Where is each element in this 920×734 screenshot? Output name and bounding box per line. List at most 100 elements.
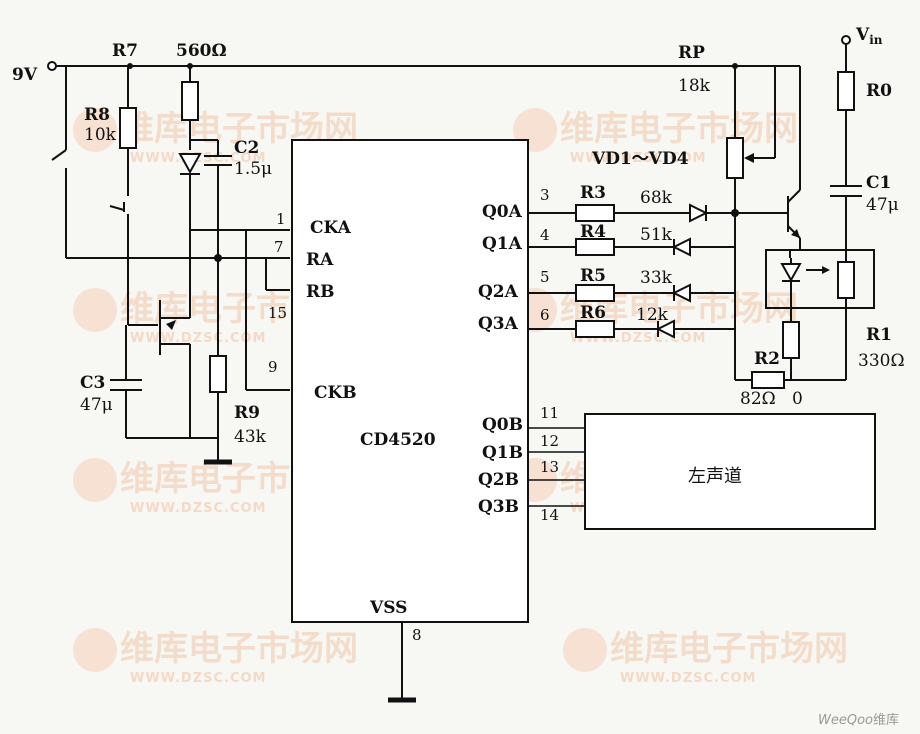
pin-q0a-label: Q0A: [482, 202, 523, 222]
chip-name: CD4520: [360, 430, 436, 450]
pin-5-number: 5: [540, 268, 550, 286]
diode-vd2-icon: [671, 237, 691, 257]
pin-rb-label: RB: [306, 282, 335, 302]
pin-q2a-label: Q2A: [478, 282, 519, 302]
terminal-9v-icon: [47, 61, 57, 71]
resistor-560: [181, 66, 218, 150]
potentiometer-rp-body: [726, 137, 744, 179]
capacitor-c2: [204, 140, 232, 356]
watermark-url: WWW.DZSC.COM: [130, 501, 266, 516]
credit-text: WeeQoo维库: [818, 712, 899, 728]
c3-label: C3: [80, 373, 105, 393]
watermark-logo-icon: [73, 108, 117, 152]
terminal-vin-icon: [841, 35, 851, 45]
r3-value: 68k: [640, 188, 673, 208]
optocoupler: [765, 249, 875, 322]
c3-value: 47μ: [80, 395, 113, 415]
pin-q1a-label: Q1A: [482, 234, 523, 254]
r9-label: R9: [234, 403, 260, 423]
watermark-url: WWW.DZSC.COM: [130, 331, 266, 346]
transistor-output-icon: [787, 66, 801, 258]
switch-1: [51, 66, 290, 259]
c1-value: 47μ: [866, 195, 899, 215]
resistor-r6-body: [575, 320, 615, 338]
c1-label: C1: [866, 173, 891, 193]
pin-q0b-label: Q0B: [482, 415, 523, 435]
pin-cka-label: CKA: [310, 218, 352, 238]
r8-value: 10k: [84, 125, 117, 145]
watermark-logo-icon: [73, 628, 117, 672]
pin-3-number: 3: [540, 186, 550, 204]
ground-zero-label: 0: [792, 389, 803, 409]
r6-value: 12k: [636, 305, 669, 325]
optocoupler-box: [765, 249, 875, 309]
pin-q3b-label: Q3B: [478, 497, 519, 517]
pin-14-number: 14: [540, 506, 559, 524]
left-channel-label: 左声道: [688, 466, 742, 487]
credit-cn: 维库: [873, 712, 899, 728]
diode-vd1-icon: [689, 203, 709, 223]
supply-9v-label: 9V: [12, 65, 38, 85]
diode-d1-icon: [178, 153, 290, 231]
pin-8-number: 8: [412, 626, 422, 644]
resistor-r2: [751, 298, 847, 389]
chip-cd4520: [291, 139, 529, 623]
vin-label: Vin: [855, 25, 883, 47]
potentiometer-rp: [726, 66, 776, 179]
pin-7-number: 7: [274, 238, 284, 256]
rp-label: RP: [678, 43, 705, 63]
pin-q3a-label: Q3A: [478, 314, 519, 334]
transistor-fet-icon: [159, 230, 191, 438]
r3-label: R3: [580, 183, 606, 203]
pin-q1b-label: Q1B: [482, 443, 523, 463]
resistor-r3-body: [575, 204, 615, 222]
channel-b-wiring: [528, 427, 585, 507]
output-ladder: [528, 178, 788, 381]
r1-value: 330Ω: [858, 351, 905, 371]
r2-value: 82Ω: [740, 389, 776, 409]
r4-value: 51k: [640, 225, 673, 245]
pin-13-number: 13: [540, 458, 559, 476]
resistor-lower: [782, 321, 800, 380]
vin-symbol: V: [855, 25, 870, 45]
pin-6-number: 6: [540, 306, 550, 324]
led-icon: [780, 263, 802, 283]
r0-label: R0: [866, 81, 892, 101]
watermark-text: 维库电子市场网: [560, 109, 798, 149]
photoresistor-body: [837, 261, 855, 299]
pin-12-number: 12: [540, 432, 559, 450]
resistor-r2-body: [751, 371, 785, 389]
resistor-lower-body: [782, 321, 800, 359]
r5-value: 33k: [640, 268, 673, 288]
pin-9-number: 9: [268, 358, 278, 376]
r1-label: R1: [866, 325, 892, 345]
watermark-text: 维库电子市场网: [610, 629, 848, 669]
watermark-text: 维库电子市场网: [120, 629, 358, 669]
pin-vss-label: VSS: [369, 598, 407, 618]
rp-value: 18k: [678, 76, 711, 96]
left-channel-box: [584, 413, 876, 530]
c2-value: 1.5μ: [234, 159, 272, 179]
watermark-logo-icon: [73, 288, 117, 332]
resistor-r0-body: [837, 71, 855, 111]
pin-1-number: 1: [276, 210, 286, 228]
c2-label: C2: [234, 138, 259, 158]
pin-q2b-label: Q2B: [478, 470, 519, 490]
r9-value: 43k: [234, 427, 267, 447]
watermark-url: WWW.DZSC.COM: [130, 671, 266, 686]
vin-subscript: in: [869, 33, 883, 47]
resistor-r8-body: [119, 107, 137, 149]
watermark-url: WWW.DZSC.COM: [570, 151, 706, 166]
resistor-560-body: [181, 81, 199, 121]
vd-label: VD1～VD4: [591, 149, 689, 169]
r4-label: R4: [580, 222, 606, 242]
watermark-logo-icon: [563, 628, 607, 672]
resistor-r9-body: [209, 355, 227, 393]
chip-left-wiring: [245, 230, 290, 391]
pin-15-number: 15: [268, 304, 287, 322]
r5-label: R5: [580, 266, 606, 286]
vss-ground: [388, 622, 416, 703]
r2-label: R2: [754, 349, 780, 369]
